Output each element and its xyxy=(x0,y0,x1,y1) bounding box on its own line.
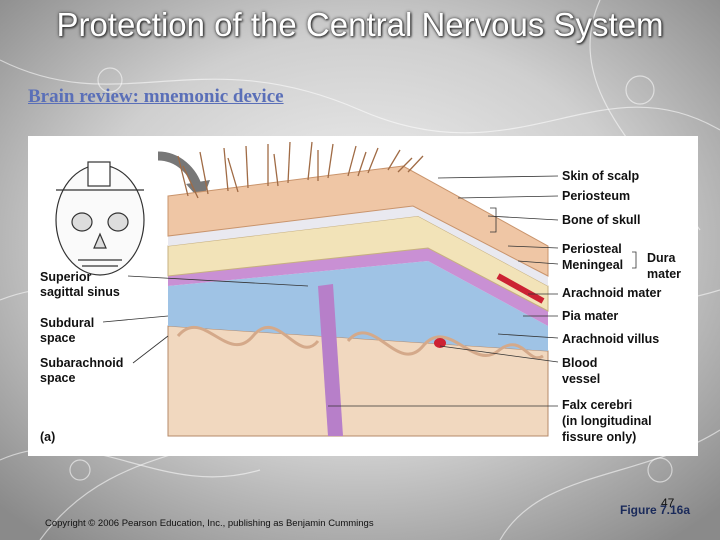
label-arachnoid-mater: Arachnoid mater xyxy=(562,286,662,300)
leader-lines xyxy=(102,175,637,407)
label-vessel: vessel xyxy=(562,372,601,386)
tissue-block xyxy=(167,141,549,437)
label-falx-cerebri: Falx cerebri xyxy=(562,398,633,412)
label-dura: Dura xyxy=(647,251,676,265)
label-bone-of-skull: Bone of skull xyxy=(562,213,641,227)
copyright-notice: Copyright © 2006 Pearson Education, Inc.… xyxy=(45,518,374,529)
label-subdural-space: Subdural space xyxy=(40,316,95,345)
label-pia-mater: Pia mater xyxy=(562,309,619,323)
label-arachnoid-villus: Arachnoid villus xyxy=(562,332,660,346)
label-subarachnoid-space: Subarachnoid space xyxy=(40,356,124,385)
page-number: 47 xyxy=(661,496,675,510)
label-periosteal: Periosteal xyxy=(562,242,622,256)
panel-label: (a) xyxy=(40,430,56,444)
label-mater: mater xyxy=(647,267,682,281)
label-falx-note-2: fissure only) xyxy=(562,430,637,444)
label-periosteum: Periosteum xyxy=(562,189,631,203)
skull-icon xyxy=(55,161,145,276)
label-meningeal: Meningeal xyxy=(562,258,624,272)
meninges-figure: (a) Superior sagittal sinus Subdural spa… xyxy=(28,136,698,456)
label-skin-of-scalp: Skin of scalp xyxy=(562,169,640,183)
label-blood: Blood xyxy=(562,356,598,370)
label-superior-sagittal-sinus: Superior sagittal sinus xyxy=(40,270,120,299)
label-falx-note-1: (in longitudinal xyxy=(562,414,652,428)
meninges-illustration xyxy=(55,141,637,437)
slide-title: Protection of the Central Nervous System xyxy=(56,6,664,43)
mnemonic-link[interactable]: Brain review: mnemonic device xyxy=(28,86,284,107)
figure-reference: Figure 7.16a xyxy=(620,503,691,517)
